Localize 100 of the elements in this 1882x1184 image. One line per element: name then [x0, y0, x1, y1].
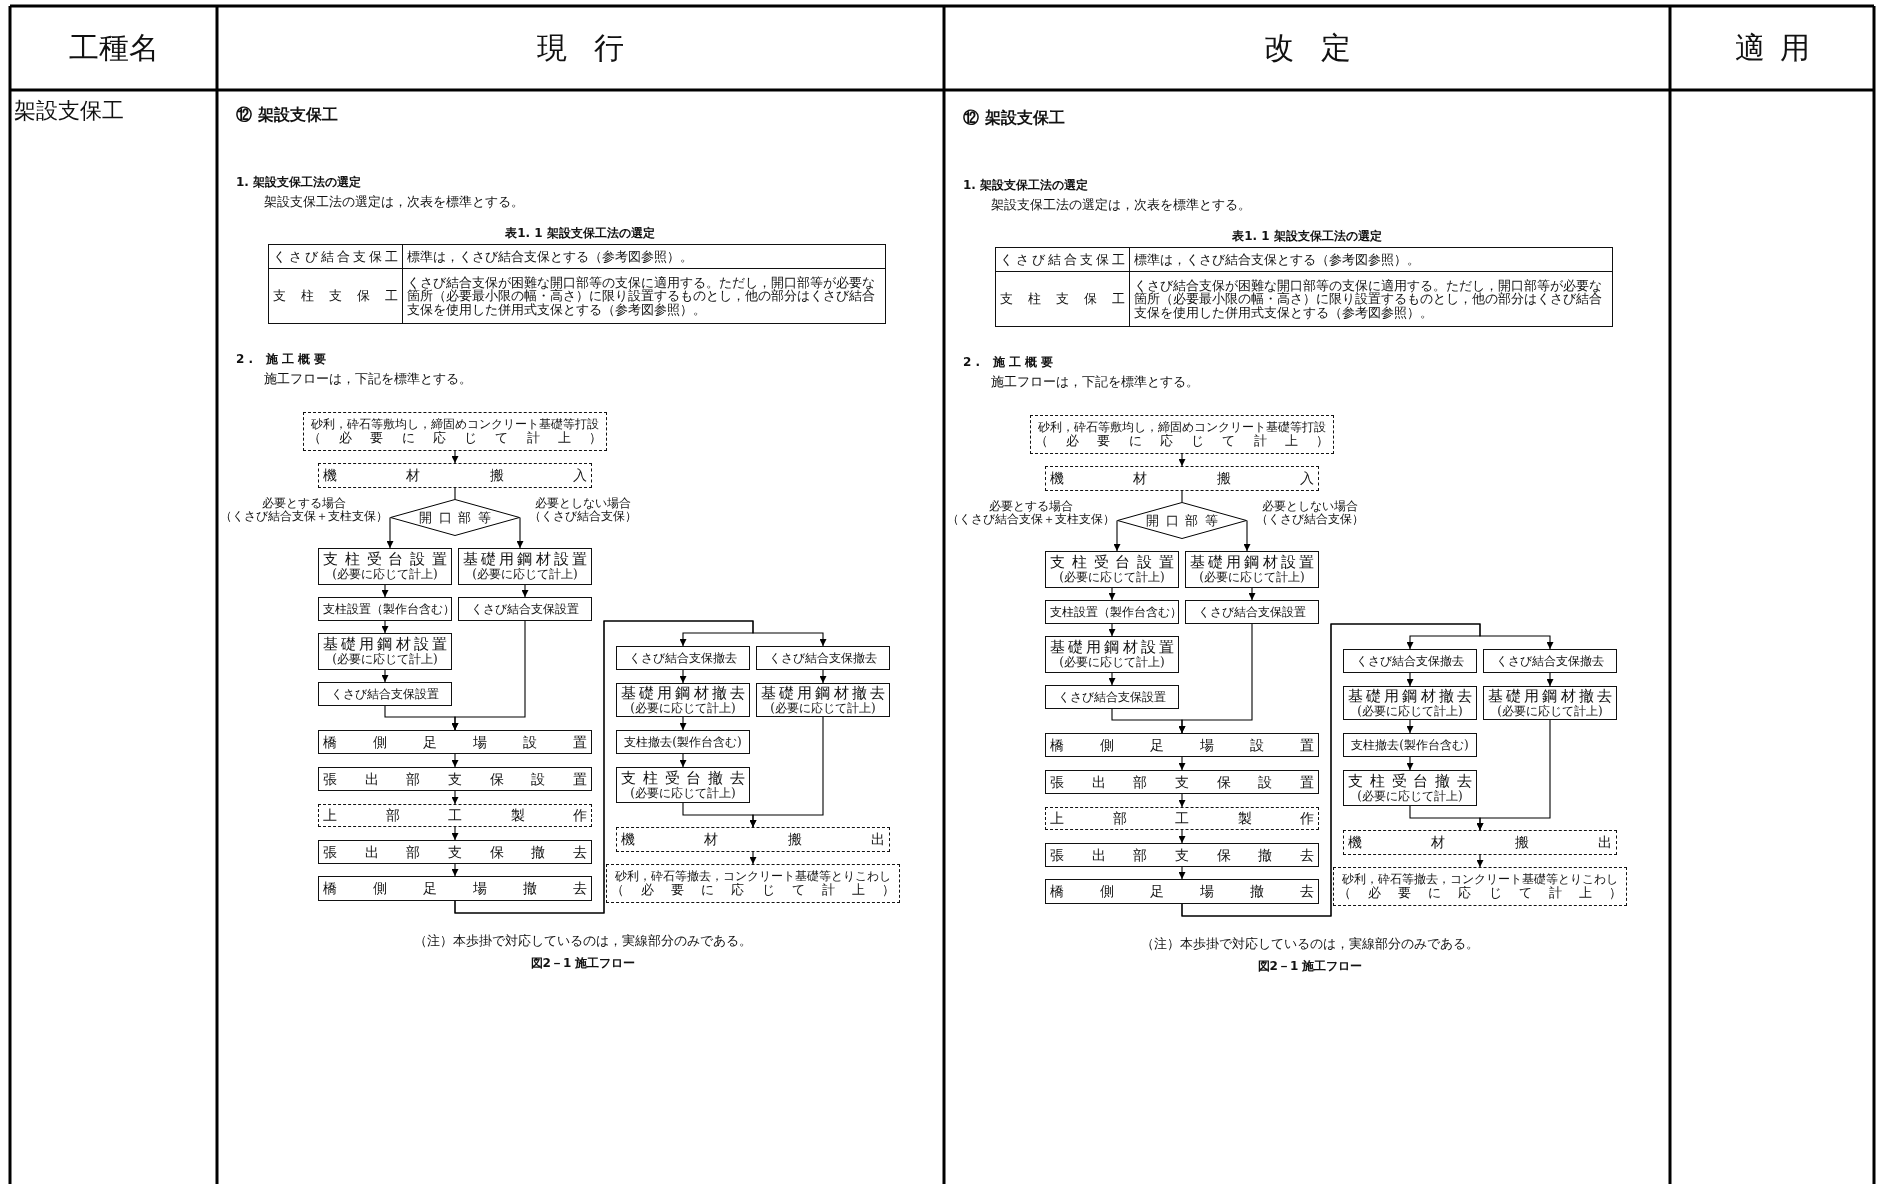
process-box — [1045, 685, 1179, 709]
process-box — [1030, 415, 1334, 454]
step-label: 支柱受台撤去 — [1348, 773, 1472, 790]
step-label: 機材搬出 — [1348, 835, 1612, 850]
table-cell: くさび結合支保工 — [268, 244, 403, 269]
process-box — [1185, 551, 1319, 588]
process-box — [756, 646, 890, 670]
step-label: 開口部等 — [1146, 513, 1225, 528]
flow-arrow — [1178, 866, 1186, 880]
body-text: 施工フローは，下記を標準とする。 — [991, 373, 1200, 391]
process-box — [606, 864, 900, 903]
step-label: 橋側足場設置 — [1050, 737, 1314, 753]
step-note: (必要に応じて計上) — [471, 568, 579, 581]
step-note: (必要に応じて計上) — [331, 653, 439, 666]
process-box — [458, 548, 592, 585]
step-label: 基礎用鋼材撤去 — [761, 685, 885, 702]
process-box — [1045, 733, 1319, 757]
step-note: （必要に応じて計上） — [1035, 433, 1329, 448]
process-box — [318, 463, 592, 488]
step-label: 支柱設置（製作台含む） — [1050, 605, 1174, 619]
process-box — [318, 730, 592, 754]
step-label: くさび結合支保撤去 — [628, 651, 738, 665]
table-cell: くさび結合支保工 — [995, 247, 1130, 272]
flow-arrow — [1406, 756, 1414, 771]
flow-arrow — [451, 790, 459, 805]
section-heading: 1. 架設支保工法の選定 — [236, 174, 363, 191]
flow-arrow — [1108, 623, 1116, 637]
step-label: くさび結合支保設置 — [1057, 690, 1167, 704]
flow-arrow — [454, 620, 827, 914]
step-label: 支柱受台設置 — [323, 552, 447, 569]
process-box — [1483, 649, 1617, 673]
step-note: （必要に応じて計上） — [611, 882, 895, 897]
step-label: 機材搬入 — [323, 468, 587, 483]
step-label: 支柱受台撤去 — [621, 770, 745, 787]
flow-arrow — [451, 753, 459, 768]
section-title: ⑫ 架設支保工 — [236, 104, 339, 126]
step-note: (必要に応じて計上) — [1496, 704, 1604, 718]
flow-arrow — [516, 516, 524, 549]
step-label: 機材搬入 — [1050, 471, 1314, 486]
process-box — [318, 804, 592, 827]
process-box — [616, 646, 750, 670]
flow-arrow — [679, 669, 687, 684]
process-box — [303, 412, 607, 451]
step-label: 橋側足場設置 — [323, 734, 587, 750]
flow-arrow — [1406, 672, 1414, 687]
flow-arrow — [1181, 623, 1554, 917]
column-header: 工種名 — [67, 28, 160, 67]
flow-arrow — [451, 450, 459, 464]
section-heading: 2. 施工概要 — [963, 354, 1059, 371]
flow-arrow — [1178, 829, 1186, 844]
note-text: （注）本歩掛で対応しているのは，実線部分のみである。 — [1140, 935, 1480, 953]
flow-arrow — [1476, 719, 1551, 831]
process-box — [1483, 686, 1617, 720]
step-label: くさび結合支保撤去 — [1355, 654, 1465, 668]
table-cell: 標準は，くさび結合支保とする（参考図参照）。 — [402, 244, 886, 269]
step-note: （必要に応じて計上） — [1338, 885, 1622, 900]
row-header: 架設支保工 — [14, 97, 125, 125]
step-label: 上部工製作 — [1050, 811, 1314, 826]
process-box — [616, 827, 890, 852]
step-note: (必要に応じて計上) — [1058, 656, 1166, 669]
process-box — [318, 597, 452, 621]
process-box — [1045, 807, 1319, 830]
process-box — [318, 548, 452, 585]
step-note: (必要に応じて計上) — [1356, 704, 1464, 718]
step-label: 基礎用鋼材設置 — [1190, 555, 1314, 572]
process-box — [1045, 600, 1179, 624]
table-caption: 表1. 1 架設支保工法の選定 — [1231, 228, 1383, 245]
flow-arrow — [381, 620, 389, 634]
step-label: 開口部等 — [419, 510, 498, 525]
step-label: 砂利，砕石等撤去，コンクリート基礎等とりこわし — [614, 870, 892, 883]
body-text: 施工フローは，下記を標準とする。 — [264, 370, 473, 388]
process-box — [318, 767, 592, 791]
step-label: くさび結合支保撤去 — [1495, 654, 1605, 668]
section-heading: 2. 施工概要 — [236, 351, 332, 368]
step-label: 基礎用鋼材設置 — [323, 637, 447, 654]
step-label: 支柱撤去(製作台含む) — [623, 735, 743, 749]
process-box — [616, 767, 750, 803]
table-cell: 標準は，くさび結合支保とする（参考図参照）。 — [1129, 247, 1613, 272]
process-box — [1045, 770, 1319, 794]
flow-arrow — [1406, 719, 1414, 734]
step-label: 支柱撤去(製作台含む) — [1350, 738, 1470, 752]
step-label: 張出部支保撤去 — [323, 844, 587, 860]
step-note: (必要に応じて計上) — [331, 568, 439, 581]
step-note: (必要に応じて計上) — [769, 701, 877, 715]
process-box — [1045, 466, 1319, 491]
column-header: 現行 — [536, 28, 652, 67]
flow-arrow — [521, 584, 529, 598]
step-label: 砂利，砕石等敷均し，締固めコンクリート基礎等打設 — [310, 418, 600, 431]
step-label: 張出部支保設置 — [323, 771, 587, 787]
flow-arrow — [381, 669, 389, 683]
process-box — [458, 597, 592, 621]
step-label: 支柱設置（製作台含む） — [323, 602, 447, 616]
step-label: 砂利，砕石等撤去，コンクリート基礎等とりこわし — [1341, 873, 1619, 886]
process-box — [1045, 843, 1319, 867]
flow-arrow — [1178, 756, 1186, 771]
step-label: 橋側足場撤去 — [323, 881, 587, 896]
step-label: 張出部支保撤去 — [1050, 847, 1314, 863]
flow-arrow — [451, 620, 526, 731]
step-note: (必要に応じて計上) — [1058, 571, 1166, 584]
step-label: くさび結合支保設置 — [470, 602, 580, 616]
